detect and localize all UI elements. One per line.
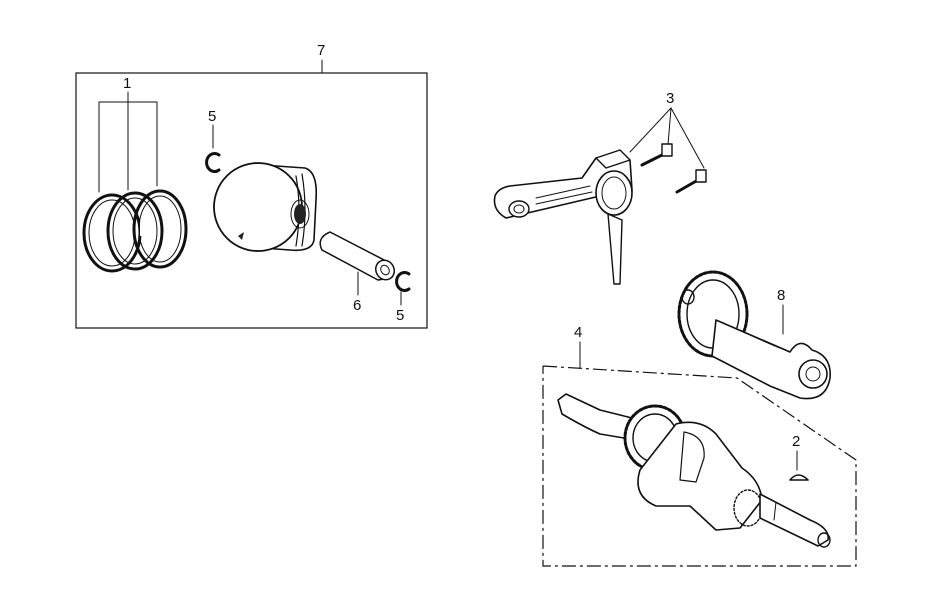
- callout-5-upper: 5: [208, 108, 216, 125]
- connecting-rod: 3: [493, 90, 707, 285]
- camshaft: 8: [677, 270, 831, 400]
- piston-rings: 1: [82, 75, 188, 273]
- crankshaft: [557, 393, 831, 548]
- piston-assembly-group: 7: [75, 42, 428, 329]
- woodruff-key: 2: [789, 433, 809, 481]
- callout-6: 6: [353, 297, 361, 314]
- callout-5-lower: 5: [396, 307, 404, 324]
- callout-3: 3: [666, 90, 674, 107]
- piston: [213, 162, 318, 252]
- circlip-upper: 5: [205, 108, 221, 173]
- callout-4: 4: [574, 324, 582, 341]
- piston-pin: 6: [319, 231, 396, 314]
- circlip-lower: 5: [395, 271, 411, 324]
- piston-assembly-frame: [75, 72, 428, 329]
- crankshaft-group-frame: [542, 365, 857, 567]
- callout-1: 1: [123, 75, 131, 92]
- callout-8: 8: [777, 287, 785, 304]
- callout-2: 2: [792, 433, 800, 450]
- callout-7: 7: [317, 42, 325, 59]
- crankshaft-group: 4: [542, 324, 857, 567]
